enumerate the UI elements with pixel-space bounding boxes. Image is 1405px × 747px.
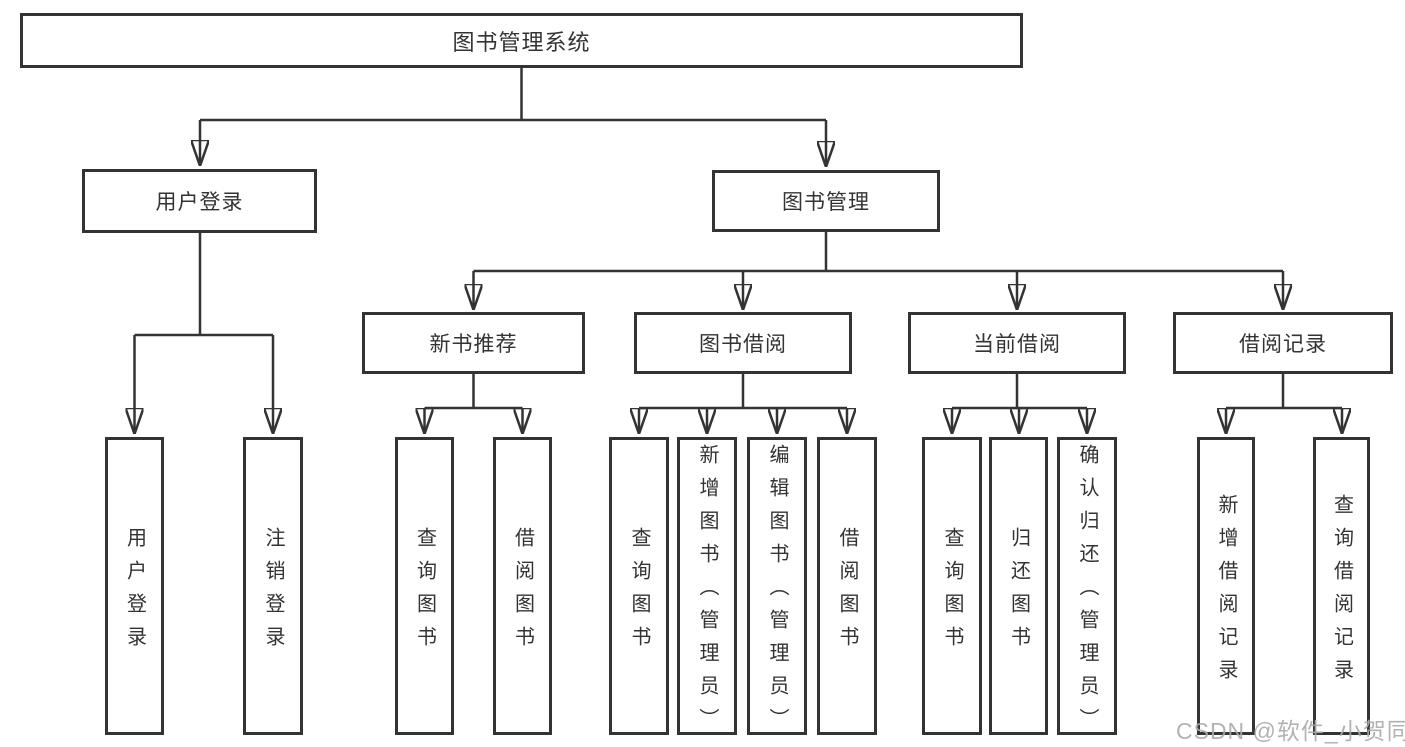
node-new-book-recommend-label: 新书推荐 xyxy=(429,333,518,356)
leaf-query-book-current: 查询图书 xyxy=(922,437,982,735)
node-borrow-records-label: 借阅记录 xyxy=(1239,333,1327,356)
node-book-borrow: 图书借阅 xyxy=(634,312,852,374)
node-book-management-label: 图书管理 xyxy=(782,191,870,214)
leaf-borrow-book-recommend: 借阅图书 xyxy=(493,437,552,735)
leaf-add-book-admin: 新增图书（管理员） xyxy=(677,437,737,741)
connector-borrow-bus xyxy=(639,373,847,410)
leaf-logout-label: 注销登录 xyxy=(262,526,284,659)
node-current-borrow: 当前借阅 xyxy=(908,312,1126,374)
node-root-system: 图书管理系统 xyxy=(20,13,1023,68)
connector-records-bus xyxy=(1226,373,1342,410)
leaf-return-book-label: 归还图书 xyxy=(1007,526,1030,659)
leaf-add-borrow-record-label: 新增借阅记录 xyxy=(1215,493,1237,692)
leaf-logout: 注销登录 xyxy=(243,437,303,735)
connector-current-bus xyxy=(952,373,1087,410)
leaf-add-borrow-record: 新增借阅记录 xyxy=(1197,437,1255,735)
leaf-query-book-current-label: 查询图书 xyxy=(941,526,963,659)
node-current-borrow-label: 当前借阅 xyxy=(973,333,1061,356)
connector-root-bus xyxy=(200,66,826,122)
leaf-query-borrow-record-label: 查询借阅记录 xyxy=(1330,493,1353,692)
connector-bookmgmt-bus xyxy=(473,230,1283,273)
leaf-edit-book-admin: 编辑图书（管理员） xyxy=(747,437,807,741)
connector-newbook-bus xyxy=(424,373,523,410)
leaf-user-login-label: 用户登录 xyxy=(123,526,146,659)
node-book-borrow-label: 图书借阅 xyxy=(699,333,787,356)
node-new-book-recommend: 新书推荐 xyxy=(362,312,585,374)
leaf-query-book-borrow-label: 查询图书 xyxy=(628,526,650,659)
leaf-query-book-borrow: 查询图书 xyxy=(609,437,669,735)
leaf-confirm-return-admin: 确认归还（管理员） xyxy=(1057,437,1117,741)
leaf-user-login: 用户登录 xyxy=(105,437,164,735)
leaf-query-book-recommend-label: 查询图书 xyxy=(413,526,436,659)
leaf-borrow-book-recommend-label: 借阅图书 xyxy=(511,526,534,659)
node-user-login-label: 用户登录 xyxy=(155,191,244,214)
node-book-management: 图书管理 xyxy=(712,170,940,232)
leaf-borrow-book: 借阅图书 xyxy=(817,437,877,735)
leaf-edit-book-admin-label: 编辑图书（管理员） xyxy=(766,444,788,741)
leaf-confirm-return-admin-label: 确认归还（管理员） xyxy=(1076,444,1098,741)
csdn-watermark: CSDN @软件_小贺同学 xyxy=(1176,718,1405,744)
leaf-query-borrow-record: 查询借阅记录 xyxy=(1313,437,1370,735)
leaf-borrow-book-label: 借阅图书 xyxy=(836,526,858,659)
node-borrow-records: 借阅记录 xyxy=(1173,312,1393,374)
node-root-system-label: 图书管理系统 xyxy=(452,29,591,55)
node-user-login: 用户登录 xyxy=(82,169,317,233)
leaf-return-book: 归还图书 xyxy=(989,437,1048,735)
leaf-query-book-recommend: 查询图书 xyxy=(395,437,454,735)
leaf-add-book-admin-label: 新增图书（管理员） xyxy=(696,444,718,741)
connector-userlogin-bus xyxy=(134,233,273,337)
